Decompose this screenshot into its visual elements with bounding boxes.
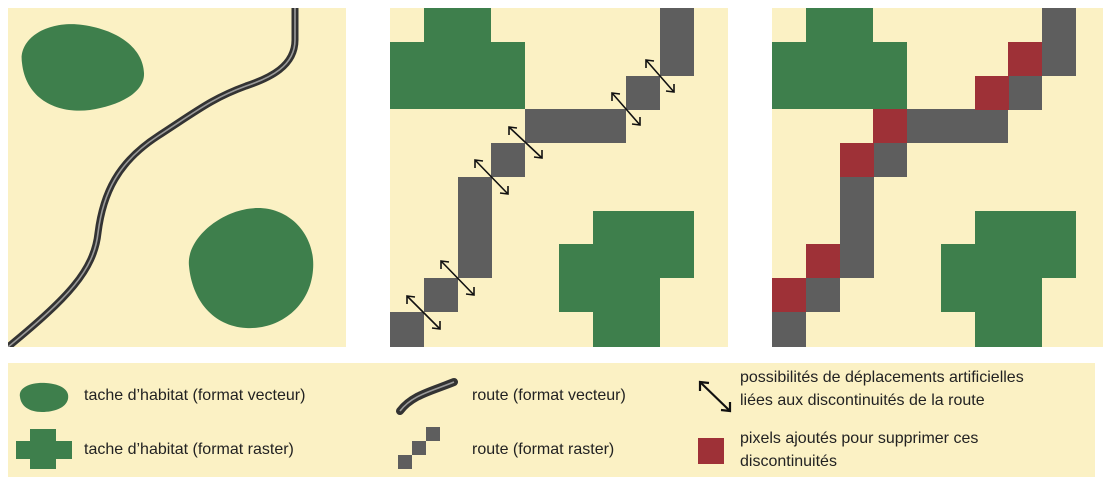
- habitat-blob-icon: [19, 382, 69, 412]
- legend-arrow-line1: possibilités de déplacements artificiell…: [740, 369, 1024, 386]
- corrected-raster-map-panel: [772, 8, 1103, 347]
- legend-habitat-raster-label: tache d’habitat (format raster): [84, 441, 294, 458]
- legend-road-raster-label: route (format raster): [472, 441, 615, 458]
- vector-map-panel: [8, 8, 346, 347]
- discontinuity-arrows: [406, 59, 675, 330]
- double-arrow-icon: [698, 380, 732, 413]
- habitat-patch-raster-top: [772, 8, 907, 109]
- road-stairs-icon: [398, 427, 440, 469]
- habitat-patch-raster-bottom: [941, 211, 1076, 347]
- red-square-icon: [698, 438, 724, 464]
- habitat-patch-raster-top: [390, 8, 525, 109]
- legend-road-vector-label: route (format vecteur): [472, 387, 626, 404]
- road-curve-icon: [396, 378, 458, 415]
- raster-map-panel: [390, 8, 728, 347]
- habitat-patch-raster-bottom: [559, 211, 694, 347]
- legend-arrow-line2: liées aux discontinuités de la route: [740, 392, 985, 409]
- legend-pixel-line1: pixels ajoutés pour supprimer ces: [740, 430, 979, 447]
- habitat-patch-vector-top: [21, 24, 145, 111]
- habitat-patch-vector-bottom: [188, 208, 314, 329]
- road-raster: [390, 8, 694, 347]
- road-raster: [772, 8, 1076, 347]
- habitat-cross-icon: [16, 429, 72, 469]
- legend: tache d’habitat (format vecteur) tache d…: [8, 363, 1095, 477]
- legend-pixel-line2: discontinuités: [740, 453, 837, 470]
- legend-habitat-vector-label: tache d’habitat (format vecteur): [84, 387, 306, 404]
- road-vector-edge: [8, 8, 296, 347]
- added-pixels: [772, 42, 1042, 312]
